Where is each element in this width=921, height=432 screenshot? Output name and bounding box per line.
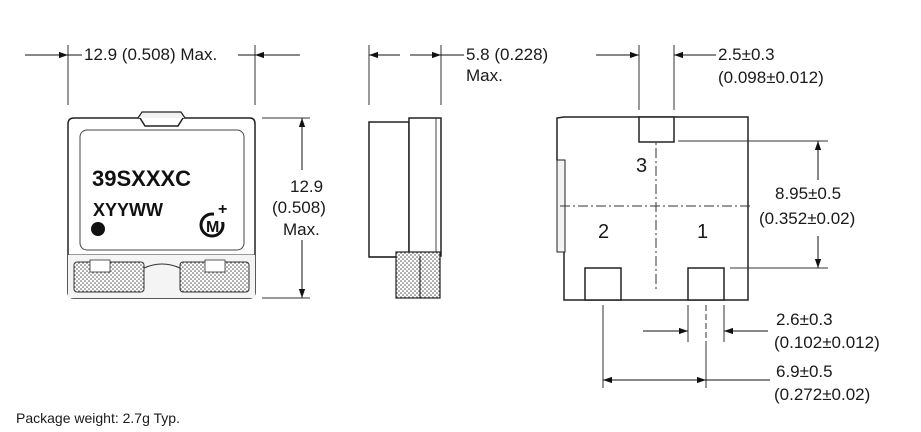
side-body bbox=[368, 121, 410, 258]
svg-text:M: M bbox=[206, 219, 219, 236]
pad3-width-label-2: (0.098±0.012) bbox=[718, 68, 824, 87]
pitch-label-2: (0.352±0.02) bbox=[759, 209, 855, 228]
date-code: XYYWW bbox=[93, 200, 163, 220]
front-height-label-3: Max. bbox=[283, 220, 320, 239]
pad-width-label-2: (0.102±0.012) bbox=[774, 333, 880, 352]
pad-width-label-1: 2.6±0.3 bbox=[776, 310, 833, 329]
span-label-1: 6.9±0.5 bbox=[776, 362, 833, 381]
pad-2 bbox=[584, 267, 622, 301]
part-number: 39SXXXC bbox=[92, 166, 191, 191]
side-depth-label-1: 5.8 (0.228) bbox=[466, 45, 548, 64]
pad-3 bbox=[638, 116, 675, 143]
pin-3-label: 3 bbox=[636, 155, 647, 177]
svg-text:+: + bbox=[218, 201, 227, 218]
side-depth-label-2: Max. bbox=[466, 66, 503, 85]
front-height-label-2: (0.508) bbox=[272, 198, 326, 217]
side-terminal bbox=[395, 251, 441, 299]
pad-1 bbox=[687, 267, 725, 301]
package-weight-note: Package weight: 2.7g Typ. bbox=[16, 410, 180, 426]
pin-2-label: 2 bbox=[598, 221, 609, 243]
polarity-dot bbox=[91, 222, 105, 236]
pad3-width-label-1: 2.5±0.3 bbox=[718, 45, 775, 64]
manufacturer-logo: M + bbox=[199, 201, 230, 238]
front-view: 12.9 (0.508) Max. 39SXXXC XYYWW M + 12. bbox=[25, 45, 326, 299]
pitch-label-1: 8.95±0.5 bbox=[775, 184, 841, 203]
side-view: 5.8 (0.228) Max. bbox=[368, 45, 548, 299]
front-width-label: 12.9 (0.508) Max. bbox=[84, 45, 217, 64]
bottom-view: 3 2 1 2.5±0.3 (0.098±0.012) 8.95±0.5 (0.… bbox=[556, 45, 880, 404]
span-label-2: (0.272±0.02) bbox=[774, 385, 870, 404]
front-height-label-1: 12.9 bbox=[290, 177, 323, 196]
pin-1-label: 1 bbox=[697, 221, 708, 243]
